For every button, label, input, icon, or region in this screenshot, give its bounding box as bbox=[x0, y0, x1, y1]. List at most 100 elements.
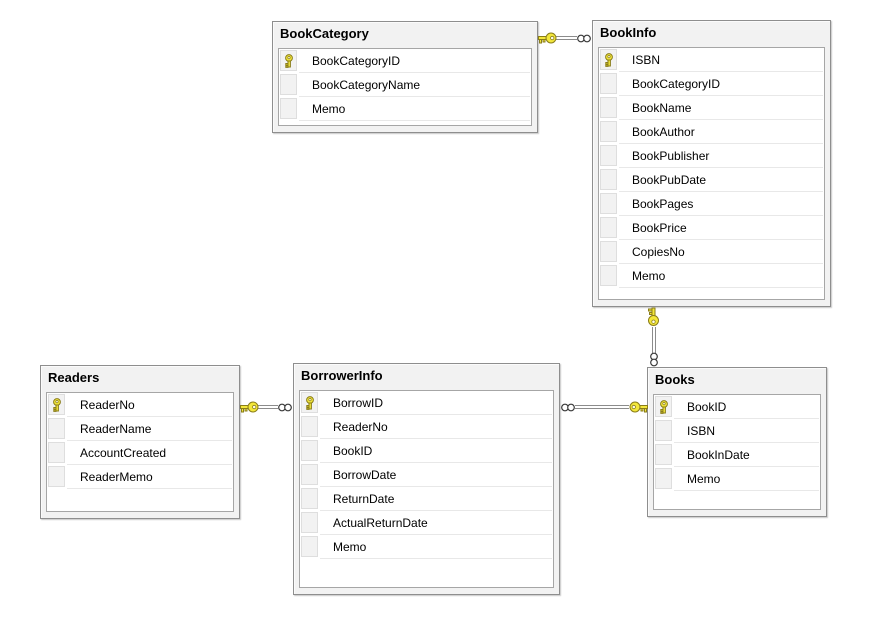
column-row[interactable]: AccountCreated bbox=[47, 441, 233, 465]
column-row[interactable]: BookAuthor bbox=[599, 120, 824, 144]
column-name: CopiesNo bbox=[619, 240, 823, 264]
column-row[interactable]: BookCategoryID bbox=[279, 49, 531, 73]
column-name: BookPages bbox=[619, 192, 823, 216]
row-selector-cell bbox=[600, 145, 617, 166]
column-name: Memo bbox=[299, 97, 530, 121]
column-row[interactable]: BookCategoryName bbox=[279, 73, 531, 97]
column-name: Memo bbox=[619, 264, 823, 288]
key-end-icon bbox=[538, 32, 557, 44]
row-selector-cell bbox=[600, 193, 617, 214]
column-name: ReaderNo bbox=[67, 393, 232, 417]
relationship-books-borrowerinfo[interactable] bbox=[575, 405, 629, 409]
column-row[interactable]: ReaderMemo bbox=[47, 465, 233, 489]
column-row[interactable]: ISBN bbox=[599, 48, 824, 72]
column-row[interactable]: ISBN bbox=[654, 419, 820, 443]
row-selector-cell bbox=[301, 536, 318, 557]
row-selector-cell bbox=[600, 217, 617, 238]
primary-key-cell bbox=[280, 50, 297, 71]
column-name: BookInDate bbox=[674, 443, 819, 467]
row-selector-cell bbox=[301, 416, 318, 437]
column-row[interactable]: ReturnDate bbox=[300, 487, 553, 511]
row-selector-cell bbox=[600, 121, 617, 142]
column-name: ReaderNo bbox=[320, 415, 552, 439]
column-name: BookCategoryName bbox=[299, 73, 530, 97]
relationship-bookcategory-bookinfo[interactable] bbox=[556, 36, 577, 40]
column-row[interactable]: BookName bbox=[599, 96, 824, 120]
column-row[interactable]: ReaderName bbox=[47, 417, 233, 441]
column-name: ISBN bbox=[674, 419, 819, 443]
infinity-end-icon bbox=[561, 403, 575, 412]
infinity-end-icon bbox=[577, 34, 591, 43]
column-row[interactable]: BookInDate bbox=[654, 443, 820, 467]
row-selector-cell bbox=[600, 265, 617, 286]
column-row[interactable]: BookPubDate bbox=[599, 168, 824, 192]
column-name: BookAuthor bbox=[619, 120, 823, 144]
row-selector-cell bbox=[655, 444, 672, 465]
primary-key-cell bbox=[655, 396, 672, 417]
relationship-readers-borrowerinfo[interactable] bbox=[258, 405, 278, 409]
row-selector-cell bbox=[600, 241, 617, 262]
column-row[interactable]: BookCategoryID bbox=[599, 72, 824, 96]
column-row[interactable]: BookPrice bbox=[599, 216, 824, 240]
column-name: BookID bbox=[320, 439, 552, 463]
column-row[interactable]: ReaderNo bbox=[47, 393, 233, 417]
row-selector-cell bbox=[655, 420, 672, 441]
column-row[interactable]: Memo bbox=[279, 97, 531, 121]
row-selector-cell bbox=[301, 488, 318, 509]
column-name: BookPubDate bbox=[619, 168, 823, 192]
column-row[interactable]: Memo bbox=[599, 264, 824, 288]
column-name: Memo bbox=[320, 535, 552, 559]
table-title: BookInfo bbox=[600, 25, 657, 40]
key-end-icon bbox=[240, 401, 259, 413]
column-name: BorrowID bbox=[320, 391, 552, 415]
key-end-icon bbox=[648, 307, 659, 326]
column-name: BookCategoryID bbox=[299, 49, 530, 73]
key-end-icon bbox=[629, 401, 648, 413]
key-icon bbox=[629, 400, 648, 414]
key-icon bbox=[647, 307, 661, 327]
column-row[interactable]: BookID bbox=[300, 439, 553, 463]
column-row[interactable]: BorrowDate bbox=[300, 463, 553, 487]
infinity-icon bbox=[650, 352, 659, 368]
column-row[interactable]: BookPublisher bbox=[599, 144, 824, 168]
column-name: BookPublisher bbox=[619, 144, 823, 168]
primary-key-cell bbox=[301, 392, 318, 413]
column-row[interactable]: BookPages bbox=[599, 192, 824, 216]
column-row[interactable]: Memo bbox=[300, 535, 553, 559]
infinity-icon bbox=[576, 34, 592, 43]
column-name: BookID bbox=[674, 395, 819, 419]
column-row[interactable]: Memo bbox=[654, 467, 820, 491]
table-title: Books bbox=[655, 372, 695, 387]
column-row[interactable]: ActualReturnDate bbox=[300, 511, 553, 535]
column-row[interactable]: BookID bbox=[654, 395, 820, 419]
column-row[interactable]: ReaderNo bbox=[300, 415, 553, 439]
column-name: ISBN bbox=[619, 48, 823, 72]
primary-key-cell bbox=[600, 49, 617, 70]
primary-key-icon bbox=[52, 397, 61, 412]
row-selector-cell bbox=[48, 466, 65, 487]
column-name: ReturnDate bbox=[320, 487, 552, 511]
row-selector-cell bbox=[280, 74, 297, 95]
column-name: BookPrice bbox=[619, 216, 823, 240]
relationship-bookinfo-books[interactable] bbox=[652, 327, 656, 353]
column-row[interactable]: BorrowID bbox=[300, 391, 553, 415]
row-selector-cell bbox=[301, 464, 318, 485]
row-selector-cell bbox=[301, 440, 318, 461]
primary-key-icon bbox=[659, 399, 668, 414]
column-row[interactable]: CopiesNo bbox=[599, 240, 824, 264]
table-title: Readers bbox=[48, 370, 100, 385]
row-selector-cell bbox=[600, 73, 617, 94]
primary-key-cell bbox=[48, 394, 65, 415]
table-title: BorrowerInfo bbox=[301, 368, 383, 383]
column-name: BorrowDate bbox=[320, 463, 552, 487]
primary-key-icon bbox=[284, 53, 293, 68]
